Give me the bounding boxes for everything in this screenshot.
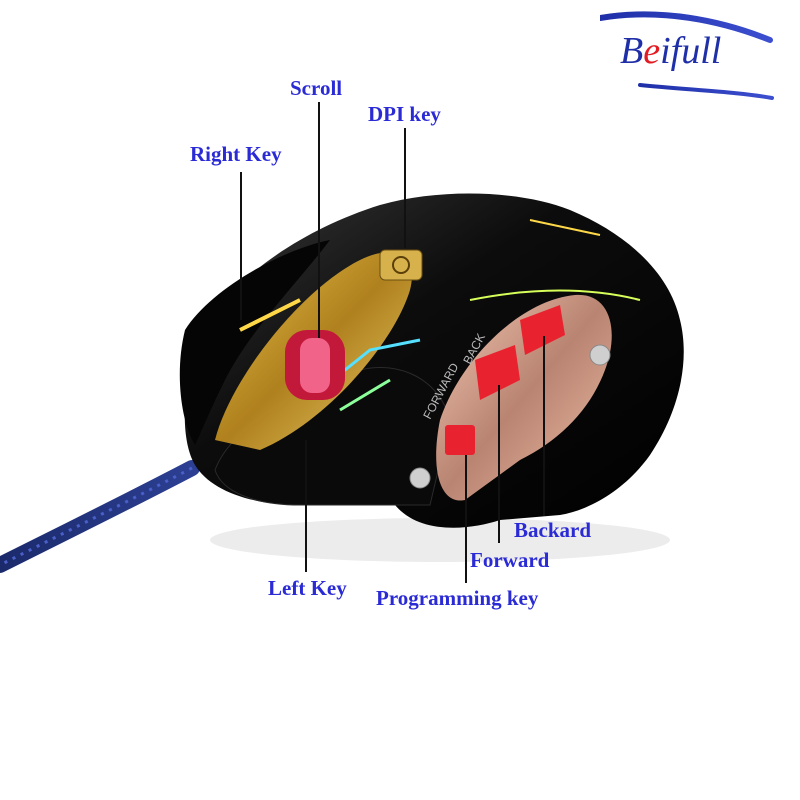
label-backard: Backard [514, 518, 592, 542]
brand-rest: ifull [660, 30, 722, 72]
leader-left-key [305, 440, 307, 572]
leader-forward [498, 385, 500, 543]
label-scroll: Scroll [290, 76, 343, 100]
label-programming-key: Programming key [376, 586, 539, 610]
leader-right-key [240, 172, 242, 320]
leader-backard [543, 336, 545, 516]
leader-programming-key [465, 455, 467, 583]
right-key-shell [179, 240, 330, 445]
label-dpi-key: DPI key [368, 102, 441, 126]
brand-logo: Beifull [620, 32, 721, 70]
programming-key-button[interactable] [445, 425, 475, 455]
leader-scroll [318, 102, 320, 338]
side-button-plate [436, 294, 612, 501]
label-right-key: Right Key [190, 142, 282, 166]
scroll-wheel[interactable] [285, 330, 345, 400]
dpi-key[interactable] [379, 249, 423, 281]
label-left-key: Left Key [268, 576, 347, 600]
backard-button[interactable] [520, 305, 565, 355]
brand-logo-swoosh [600, 11, 774, 100]
forward-button[interactable] [475, 345, 520, 400]
leader-dpi [404, 128, 406, 248]
label-forward: Forward [470, 548, 550, 572]
brand-letter-b: B [620, 30, 644, 72]
brand-letter-e: e [643, 30, 661, 72]
